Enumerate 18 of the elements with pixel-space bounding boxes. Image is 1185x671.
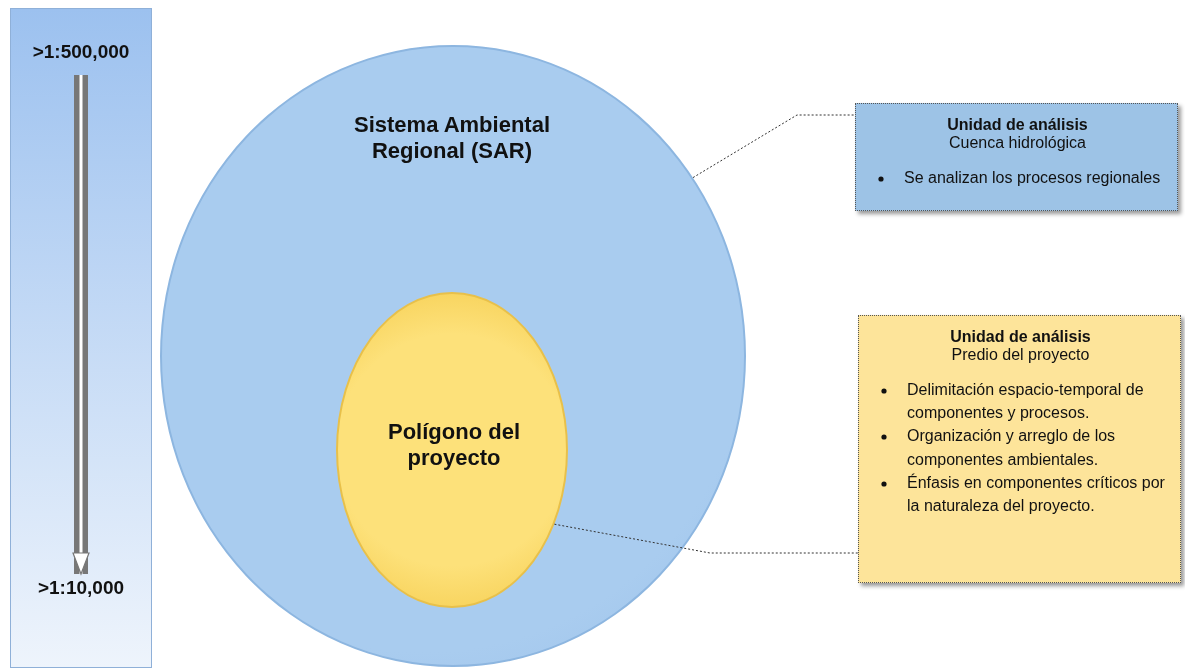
bullet-item: Se analizan los procesos regionales — [904, 166, 1167, 190]
callout-box — [858, 315, 1181, 583]
leader-line — [553, 523, 859, 554]
arrow — [72, 75, 90, 575]
box-subtitle: Cuenca hidrológica — [948, 134, 1087, 152]
scale-label: >1:10,000 — [11, 577, 151, 603]
bullet-item: Delimitación espacio-temporal de componentes y procesos. — [907, 378, 1170, 425]
leader-line — [692, 114, 856, 179]
scale-label: >1:500,000 — [11, 41, 151, 67]
bullet-item: Organización y arreglo de los componentes ambientales. — [907, 424, 1170, 471]
bullet-item: Énfasis en componentes críticos por la naturaleza del proyecto. — [907, 470, 1170, 518]
box-heading: Unidad de análisis — [949, 328, 1092, 346]
box-subtitle: Predio del proyecto — [950, 346, 1091, 364]
circle-title: Polígono del proyecto — [387, 419, 521, 471]
callout-box — [855, 103, 1178, 211]
box-heading: Unidad de análisis — [946, 116, 1089, 134]
circle-title: Sistema Ambiental Regional (SAR) — [353, 112, 551, 164]
scale-band — [10, 8, 152, 668]
